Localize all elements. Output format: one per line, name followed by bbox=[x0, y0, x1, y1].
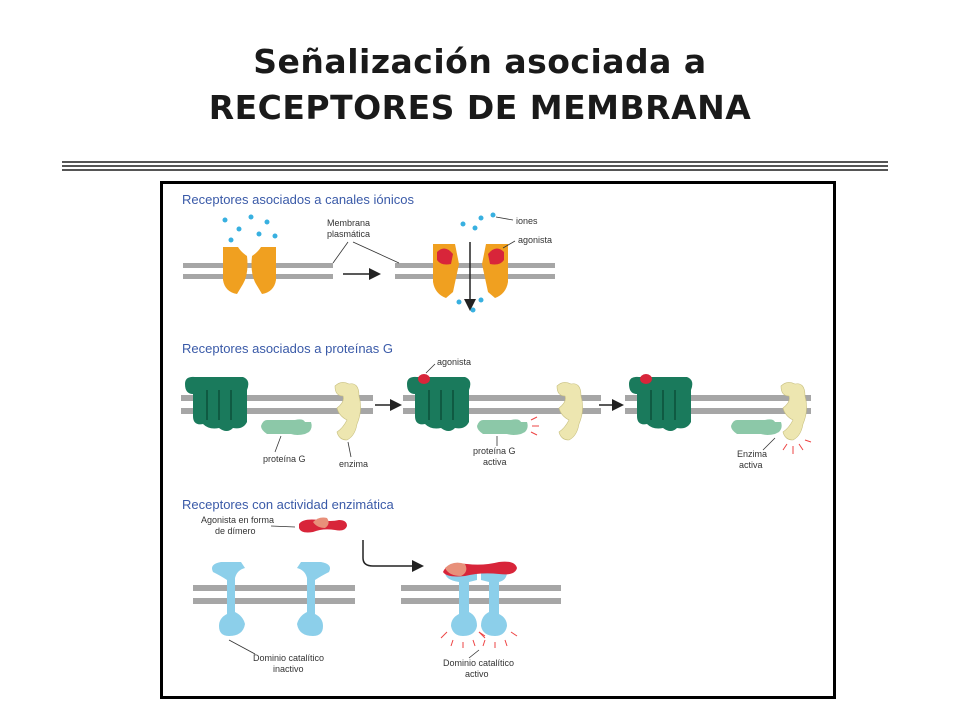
leader-agonist-g bbox=[425, 363, 436, 374]
membrane-enz-right bbox=[401, 585, 561, 604]
label-enzyme-active-1: Enzima bbox=[737, 449, 767, 459]
title-divider-top bbox=[62, 161, 888, 163]
membrane-g-2 bbox=[403, 395, 601, 414]
leader-membrane-left bbox=[332, 241, 349, 264]
enzyme-active bbox=[780, 382, 812, 454]
legend-agonist: agonista bbox=[502, 235, 552, 249]
label-enzyme: enzima bbox=[339, 459, 368, 469]
leader-membrane-right bbox=[352, 241, 400, 264]
g-protein-active bbox=[477, 416, 539, 436]
agonist-bound-right bbox=[488, 248, 504, 265]
ions-flow bbox=[456, 221, 484, 313]
label-g-protein-active-1: proteína G bbox=[473, 446, 516, 456]
agonist-dimer-free bbox=[299, 517, 347, 533]
title-divider-bottom bbox=[62, 169, 888, 171]
label-agonist-ionic: agonista bbox=[518, 235, 552, 245]
label-agonist-g: agonista bbox=[437, 357, 471, 367]
gpcr-active bbox=[407, 374, 471, 431]
title-divider-middle bbox=[62, 165, 888, 167]
ion-channel-open bbox=[433, 242, 508, 311]
membrane-ion-right bbox=[395, 263, 555, 279]
label-dimer-2: de dímero bbox=[215, 526, 256, 536]
gpcr-stage3 bbox=[629, 374, 693, 431]
label-membrane-1: Membrana bbox=[327, 218, 370, 228]
section-enzymatic: Receptores con actividad enzimática Agon… bbox=[182, 497, 561, 679]
legend-ions: iones bbox=[478, 212, 538, 226]
leader-enzyme-active bbox=[762, 437, 776, 451]
label-dimer-1: Agonista en forma bbox=[201, 515, 274, 525]
leader-enzyme bbox=[347, 441, 352, 458]
heading-g-protein: Receptores asociados a proteínas G bbox=[182, 341, 393, 356]
leader-inactive-domain bbox=[228, 639, 256, 655]
label-membrane-2: plasmática bbox=[327, 229, 370, 239]
diagram-frame: Receptores asociados a canales iónicos bbox=[160, 181, 836, 699]
membrane-enz-left bbox=[193, 585, 355, 604]
enzymatic-receptor-inactive-left bbox=[212, 562, 245, 636]
slide-title-line2: RECEPTORES DE MEMBRANA bbox=[208, 88, 752, 127]
membrane-receptor-diagram: Receptores asociados a canales iónicos bbox=[181, 192, 812, 679]
membrane-g-3 bbox=[625, 395, 811, 414]
section-ion-channel: Receptores asociados a canales iónicos bbox=[182, 192, 555, 313]
label-inactive-1: Dominio catalítico bbox=[253, 653, 324, 663]
label-active-2: activo bbox=[465, 669, 489, 679]
heading-enzymatic: Receptores con actividad enzimática bbox=[182, 497, 394, 512]
slide-title-line1: Señalización asociada a bbox=[253, 42, 707, 81]
g-protein-stage3 bbox=[731, 419, 782, 435]
membrane-g-1 bbox=[181, 395, 373, 414]
arrow-dimer-binding bbox=[362, 540, 424, 572]
leader-active-domain bbox=[468, 649, 480, 659]
gpcr-inactive bbox=[185, 376, 249, 431]
section-g-protein: Receptores asociados a proteínas G prote… bbox=[181, 341, 812, 470]
enzymatic-receptor-inactive-right bbox=[297, 562, 330, 636]
label-inactive-2: inactivo bbox=[273, 664, 304, 674]
label-enzyme-active-2: activa bbox=[739, 460, 763, 470]
enzymatic-receptor-active-dimer bbox=[440, 561, 518, 648]
ions-outside bbox=[222, 214, 278, 243]
ion-channel-closed bbox=[223, 247, 276, 294]
label-ions: iones bbox=[516, 216, 538, 226]
agonist-bound-left bbox=[437, 248, 453, 265]
label-active-1: Dominio catalítico bbox=[443, 658, 514, 668]
label-g-protein: proteína G bbox=[263, 454, 306, 464]
leader-g-protein bbox=[274, 435, 282, 453]
g-protein-inactive bbox=[261, 419, 312, 435]
enzyme-stage2 bbox=[556, 382, 583, 441]
leader-dimer bbox=[270, 525, 296, 528]
label-g-protein-active-2: activa bbox=[483, 457, 507, 467]
heading-ion-channel: Receptores asociados a canales iónicos bbox=[182, 192, 414, 207]
enzyme-inactive bbox=[334, 382, 361, 441]
agonist-bound-gpcr bbox=[418, 374, 430, 384]
